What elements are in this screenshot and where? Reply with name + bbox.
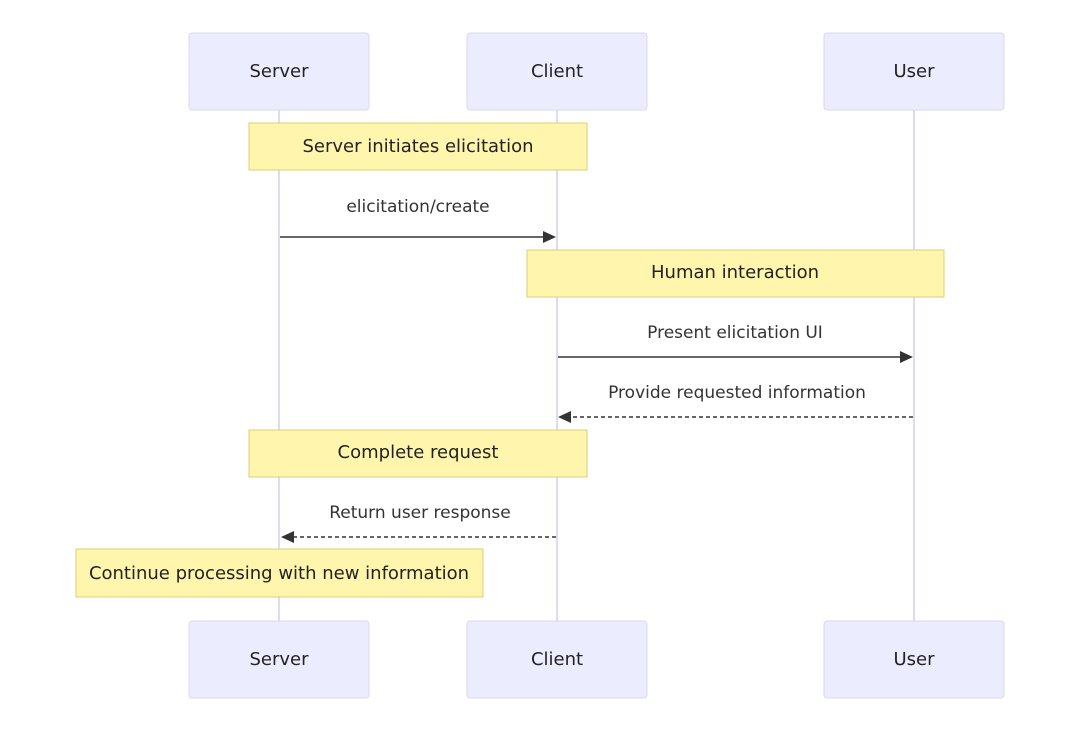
actor-client-top-label: Client: [531, 61, 583, 82]
actor-client-top: Client: [466, 32, 648, 111]
arrowhead-left-icon: [558, 411, 571, 423]
actor-client-bottom-label: Client: [531, 649, 583, 670]
actor-client-bottom: Client: [466, 620, 648, 699]
note-server-initiates-label: Server initiates elicitation: [302, 136, 533, 157]
actor-server-bottom-label: Server: [249, 649, 309, 670]
note-continue-processing-label: Continue processing with new information: [89, 563, 469, 584]
message-elicitation-create-label: elicitation/create: [346, 197, 489, 217]
message-provide-info: Provide requested information: [558, 383, 913, 423]
message-present-ui-label: Present elicitation UI: [647, 323, 823, 343]
actor-user-bottom: User: [823, 620, 1005, 699]
note-continue-processing: Continue processing with new information: [75, 548, 484, 598]
note-complete-request: Complete request: [248, 429, 588, 478]
note-human-interaction-label: Human interaction: [651, 262, 819, 283]
note-human-interaction: Human interaction: [526, 249, 945, 298]
actor-server-top-label: Server: [249, 61, 309, 82]
actor-user-top: User: [823, 32, 1005, 111]
arrowhead-right-icon: [900, 351, 913, 363]
actor-user-bottom-label: User: [893, 649, 935, 670]
note-server-initiates: Server initiates elicitation: [248, 122, 588, 171]
message-elicitation-create: elicitation/create: [280, 197, 556, 243]
arrowhead-right-icon: [543, 231, 556, 243]
message-return-response-label: Return user response: [329, 503, 511, 523]
message-provide-info-label: Provide requested information: [608, 383, 866, 403]
message-present-ui: Present elicitation UI: [558, 323, 913, 363]
message-return-response: Return user response: [281, 503, 556, 543]
actor-user-top-label: User: [893, 61, 935, 82]
arrowhead-left-icon: [281, 531, 294, 543]
actor-server-bottom: Server: [188, 620, 370, 699]
actor-server-top: Server: [188, 32, 370, 111]
note-complete-request-label: Complete request: [338, 442, 499, 463]
